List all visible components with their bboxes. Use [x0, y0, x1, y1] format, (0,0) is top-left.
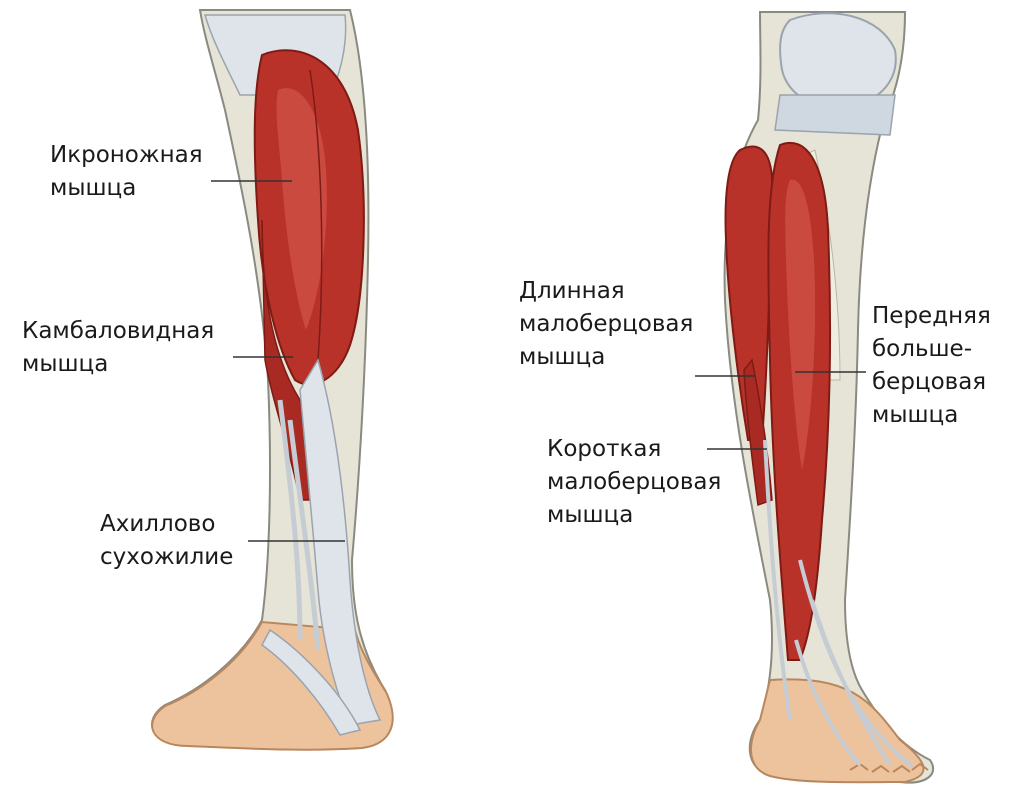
label-peroneus-longus: Длинная малоберцовая мышца [519, 275, 693, 374]
label-peroneus-brevis: Короткая малоберцовая мышца [547, 433, 721, 532]
label-soleus: Камбаловидная мышца [22, 315, 214, 381]
label-achilles: Ахиллово сухожилие [100, 508, 233, 574]
label-gastrocnemius: Икроножная мышца [50, 139, 203, 205]
label-tibialis-anterior: Передняя больше- берцовая мышца [872, 300, 991, 432]
